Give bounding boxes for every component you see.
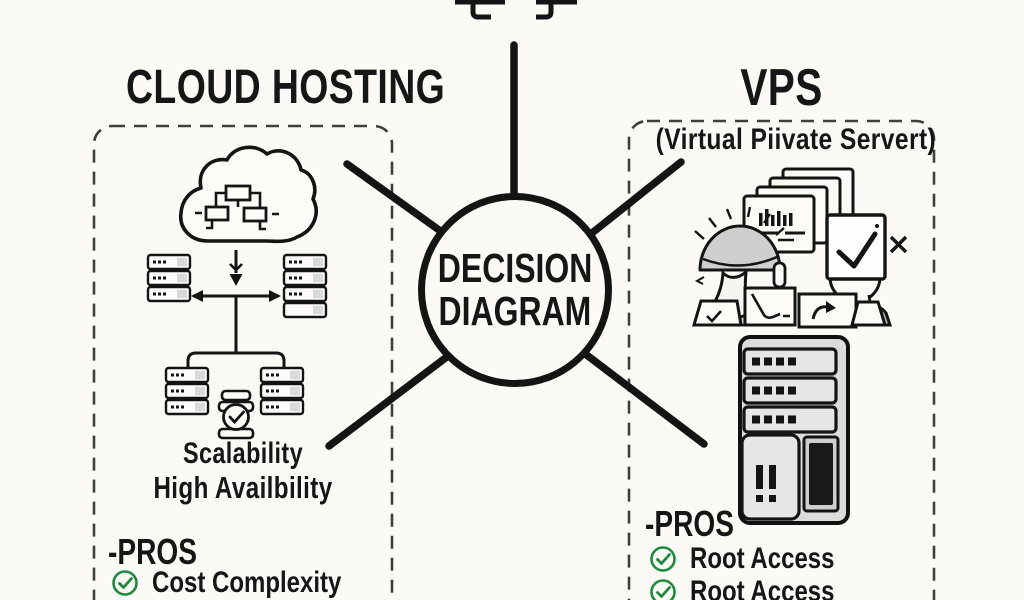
- decision-node-line1: DECISION: [437, 245, 593, 292]
- arrow-down-icon: [229, 250, 243, 286]
- cloud-pros-item: Cost Complexity: [110, 566, 389, 600]
- vps-pros-heading: -PROS: [645, 503, 734, 544]
- top-partial-icon: [455, 0, 577, 20]
- branch-connector: [186, 351, 286, 368]
- vps-subtitle: (Virtual Piivate Servert): [655, 123, 937, 156]
- check-icon: [650, 546, 676, 572]
- cloud-network-icon: [179, 145, 318, 244]
- cloud-pros-item-label: Cost Complexity: [152, 566, 342, 599]
- cloud-feature-scalability: Scalability: [182, 437, 304, 470]
- vps-title: VPS: [740, 59, 823, 117]
- spoke-line-lower-left: [325, 349, 456, 450]
- verified-user-icon: [797, 213, 908, 329]
- cloud-feature-availability: High Availbility: [153, 470, 333, 505]
- vps-pros-item: Root Access: [648, 575, 871, 600]
- server-stack-upper-right: [282, 253, 328, 319]
- cloud-hosting-diagram: [146, 145, 328, 440]
- check-icon: [650, 579, 676, 600]
- spoke-line-upper-left: [343, 160, 450, 239]
- tower-server-icon: [738, 335, 850, 525]
- vps-diagram: [692, 167, 908, 525]
- vps-pros-item-label: Root Access: [690, 575, 835, 600]
- vps-pros-item: Root Access: [648, 542, 871, 576]
- admin-user-icon: [692, 206, 797, 327]
- arrows-horizontal-icon: [191, 290, 281, 353]
- spoke-line-upper-right: [588, 158, 685, 237]
- decision-node: DECISION DIAGRAM: [418, 193, 612, 387]
- spoke-line-lower-right: [580, 349, 708, 448]
- server-stack-lower-left: [164, 366, 210, 416]
- server-stack-upper-left: [146, 253, 192, 303]
- vps-pros-item-label: Root Access: [690, 542, 835, 575]
- sync-check-icon: [217, 389, 255, 440]
- server-stack-lower-right: [259, 366, 305, 416]
- decision-node-line2: DIAGRAM: [438, 288, 592, 334]
- x-mark-icon: [889, 235, 908, 254]
- check-icon: [112, 570, 138, 596]
- cloud-hosting-title: CLOUD HOSTING: [126, 61, 446, 114]
- cloud-dashed-box: [92, 124, 394, 600]
- documents-chart-icon: [742, 167, 855, 254]
